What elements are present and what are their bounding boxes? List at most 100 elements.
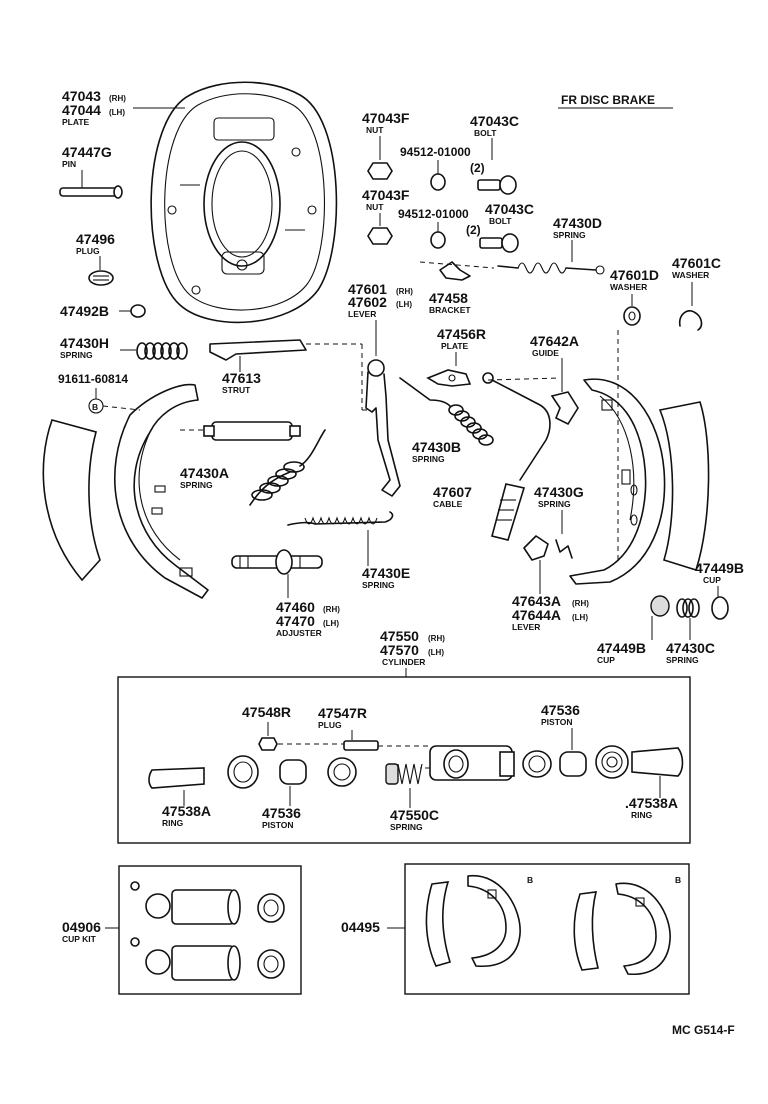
- svg-text:PLATE: PLATE: [62, 117, 90, 127]
- svg-text:47044: 47044: [62, 102, 101, 118]
- svg-text:47043: 47043: [62, 88, 101, 104]
- bolt-1: [477, 179, 501, 191]
- bleeder-screw: [258, 737, 278, 751]
- wheel-cylinder-body: [420, 745, 515, 781]
- svg-text:SPRING: SPRING: [666, 655, 699, 665]
- svg-text:47449B: 47449B: [597, 640, 646, 656]
- backing-plate: [150, 81, 338, 324]
- svg-text:47470: 47470: [276, 613, 315, 629]
- callout-spring-a: 47430A SPRING: [180, 465, 229, 490]
- svg-text:47043C: 47043C: [485, 201, 534, 217]
- callout-pin: 47447G PIN: [62, 144, 112, 188]
- svg-text:47430B: 47430B: [412, 439, 461, 455]
- svg-text:WASHER: WASHER: [672, 270, 709, 280]
- svg-text:47447G: 47447G: [62, 144, 112, 160]
- svg-text:47536: 47536: [541, 702, 580, 718]
- callout-nut-1: 47043F NUT: [362, 110, 410, 180]
- callout-spring-b: 47430B SPRING: [412, 439, 461, 464]
- svg-text:47601C: 47601C: [672, 255, 721, 271]
- svg-text:47538A: 47538A: [162, 803, 211, 819]
- svg-text:B: B: [675, 875, 681, 885]
- plug-part: [88, 270, 114, 286]
- callout-lever-2: 47643A (RH) 47644A (LH) LEVER: [512, 593, 589, 632]
- svg-text:47043F: 47043F: [362, 187, 410, 203]
- svg-text:47642A: 47642A: [530, 333, 579, 349]
- svg-text:SPRING: SPRING: [538, 499, 571, 509]
- callout-cup-top: 47449B CUP: [695, 560, 744, 620]
- svg-text:(RH): (RH): [109, 94, 126, 103]
- callout-91611: 91611-60814 B: [58, 372, 141, 414]
- shoe-kit-left: B: [425, 875, 533, 968]
- svg-text:CYLINDER: CYLINDER: [382, 657, 425, 667]
- diagram-code: MC G514-F: [672, 1023, 735, 1037]
- svg-text:CABLE: CABLE: [433, 499, 463, 509]
- svg-text:PIN: PIN: [62, 159, 76, 169]
- svg-text:47496: 47496: [76, 231, 115, 247]
- nut-1: [367, 162, 393, 180]
- cup-kit-set-2: [130, 937, 285, 981]
- svg-text:RING: RING: [162, 818, 184, 828]
- diagram-title: FR DISC BRAKE: [558, 93, 673, 109]
- callout-cupkit: 04906 CUP KIT: [62, 919, 119, 944]
- right-cup-2: [595, 745, 629, 779]
- svg-text:47430E: 47430E: [362, 565, 410, 581]
- callout-nut-2: 47043F NUT: [362, 187, 410, 245]
- spring-h-part: [136, 342, 188, 360]
- callout-bolt-1: 47043C BOLT (2): [470, 113, 519, 195]
- svg-text:STRUT: STRUT: [222, 385, 251, 395]
- callout-plate: 47043 (RH) 47044 (LH) PLATE: [62, 88, 185, 127]
- callout-spring-e: 47430E SPRING: [362, 565, 410, 590]
- svg-text:47536: 47536: [262, 805, 301, 821]
- svg-text:47460: 47460: [276, 599, 315, 615]
- strut-part: [209, 339, 363, 410]
- callout-plug-r: 47547R PLUG: [318, 705, 430, 751]
- bracket-part: [419, 261, 495, 281]
- cylinder-spring: [385, 763, 423, 808]
- callout-piston-l: 47536 PISTON: [262, 805, 301, 830]
- center-cup: [327, 757, 357, 787]
- svg-text:47456R: 47456R: [437, 326, 486, 342]
- right-piston: [559, 751, 587, 777]
- svg-text:SPRING: SPRING: [412, 454, 445, 464]
- callout-spring-c: 47430C SPRING: [666, 640, 715, 665]
- svg-text:(2): (2): [470, 161, 485, 175]
- svg-text:47550C: 47550C: [390, 807, 439, 823]
- callout-strut: 47613 STRUT: [222, 356, 261, 395]
- right-shoe: [569, 378, 666, 585]
- spring-b-part: [399, 377, 494, 446]
- svg-text:47601: 47601: [348, 281, 387, 297]
- callout-cylinder: 47550 (RH) 47570 (LH) CYLINDER: [380, 628, 445, 677]
- callout-ring-r: .47538A RING: [625, 795, 678, 820]
- svg-text:CUP KIT: CUP KIT: [62, 934, 97, 944]
- svg-text:47548R: 47548R: [242, 704, 291, 720]
- svg-text:SPRING: SPRING: [60, 350, 93, 360]
- svg-text:LEVER: LEVER: [348, 309, 376, 319]
- callout-bracket: 47458 BRACKET: [429, 290, 471, 315]
- left-boot-ring: [148, 767, 205, 806]
- spring-e-part: [287, 511, 394, 566]
- lock-washer-2: [430, 231, 446, 249]
- cup-top: [711, 596, 729, 620]
- callout-piston-r: 47536 PISTON: [541, 702, 580, 750]
- svg-text:47043F: 47043F: [362, 110, 410, 126]
- cylinder-parts-box: [117, 676, 691, 844]
- left-shoe: [114, 383, 209, 599]
- svg-text:47492B: 47492B: [60, 303, 109, 319]
- svg-text:SPRING: SPRING: [362, 580, 395, 590]
- right-shoe-lining: [658, 401, 710, 572]
- right-cup-1: [522, 750, 552, 778]
- c-washer: [678, 310, 703, 331]
- svg-text:CUP: CUP: [703, 575, 721, 585]
- spring-c-part: [676, 598, 700, 640]
- callout-ring-l: 47538A RING: [162, 803, 211, 828]
- svg-text:CUP: CUP: [597, 655, 615, 665]
- callout-47548r: 47548R: [242, 704, 344, 751]
- svg-text:ADJUSTER: ADJUSTER: [276, 628, 322, 638]
- svg-text:(RH): (RH): [572, 599, 589, 608]
- lever-1-part: [362, 359, 401, 497]
- svg-text:PLATE: PLATE: [441, 341, 469, 351]
- callout-washer-1: 94512-01000: [400, 145, 471, 191]
- callout-spring-d: 47430D SPRING: [553, 215, 602, 240]
- left-cup: [227, 755, 259, 789]
- svg-text:47458: 47458: [429, 290, 468, 306]
